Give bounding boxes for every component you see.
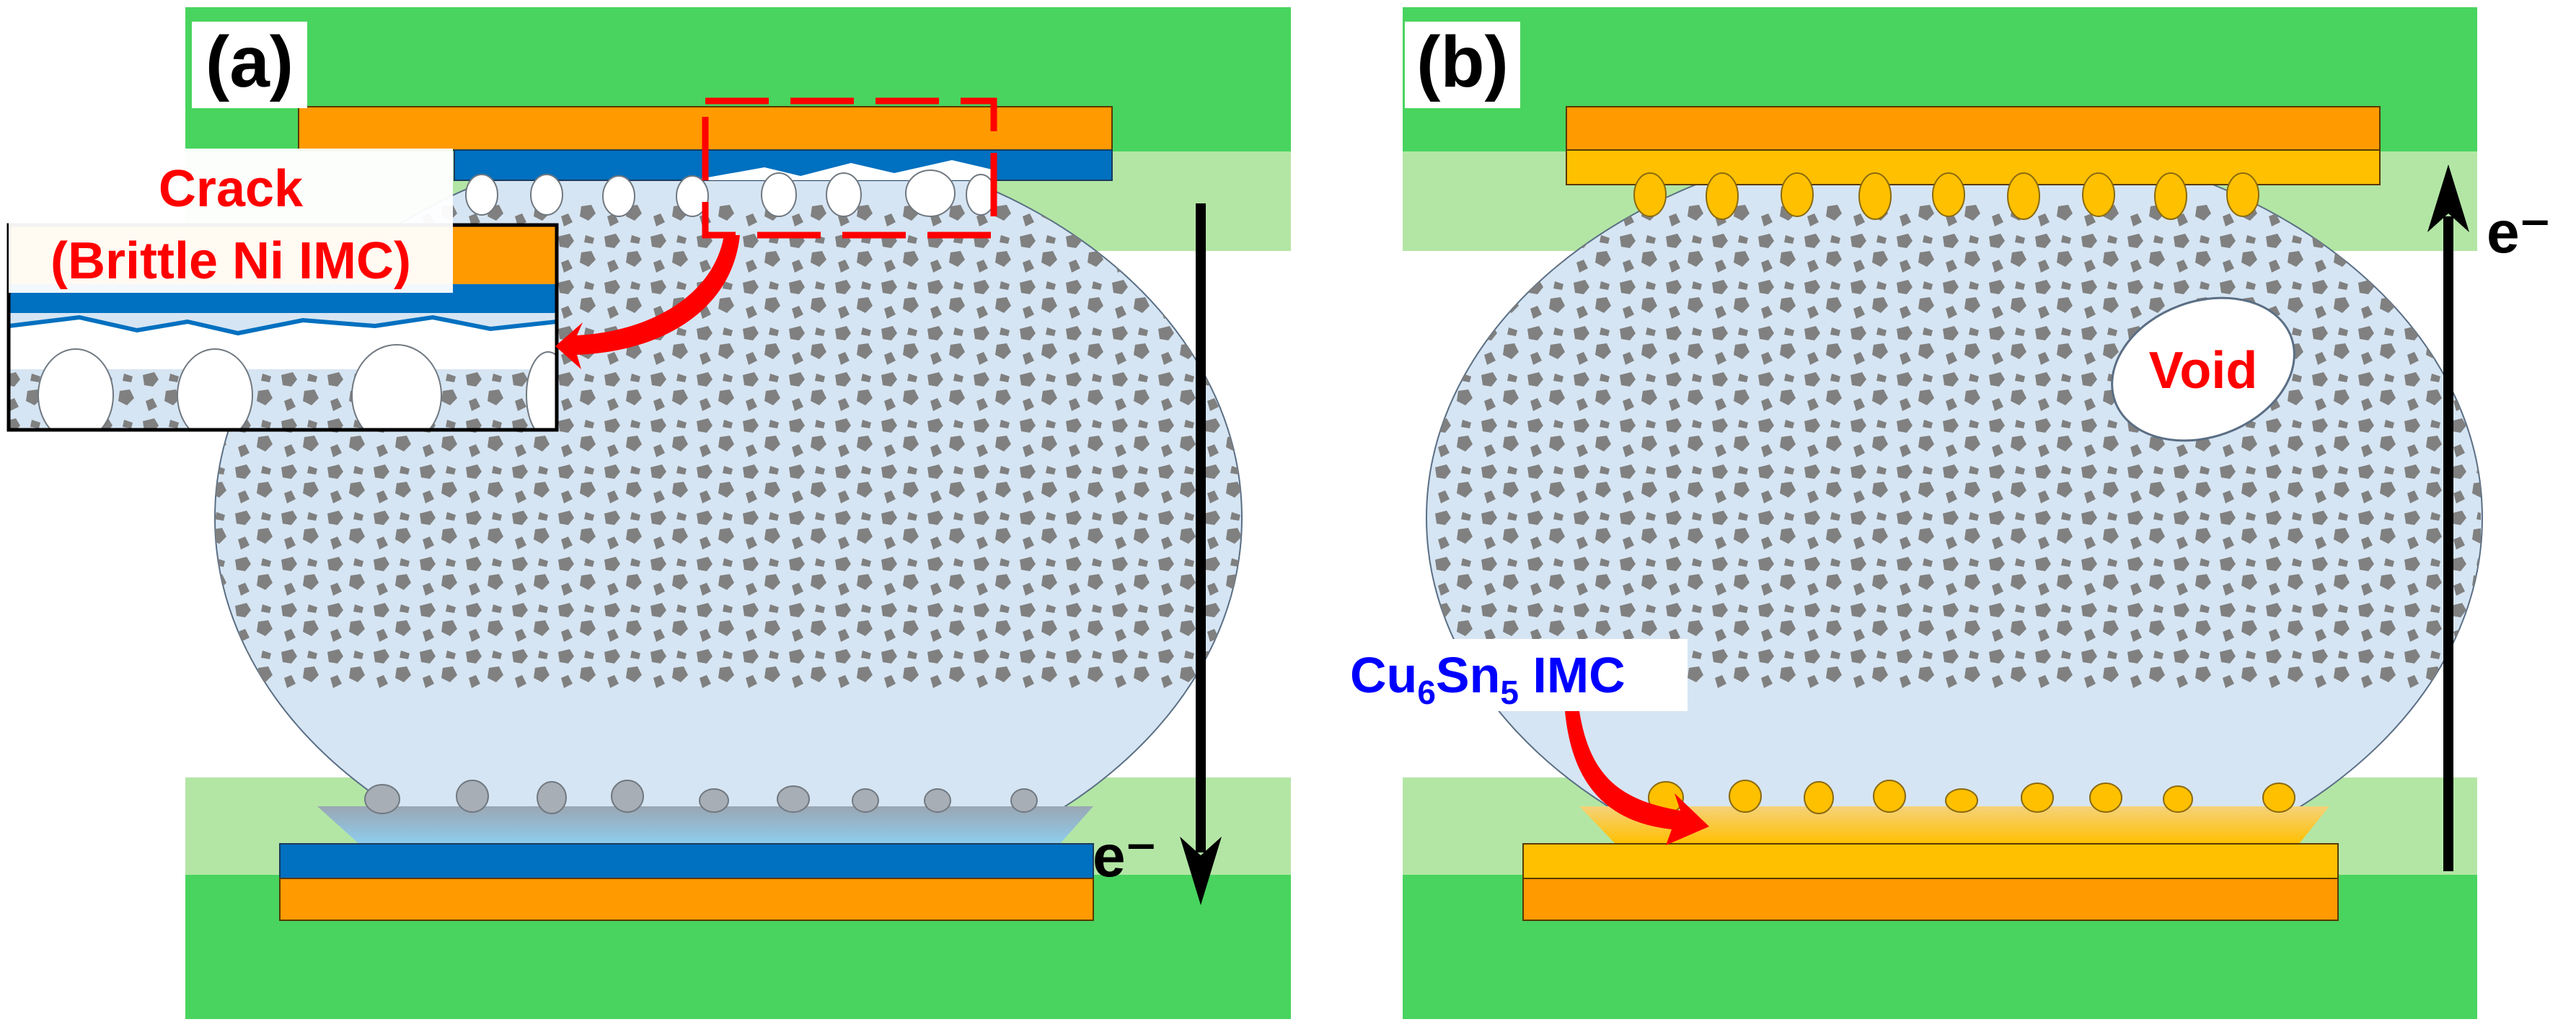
panel-a bbox=[6, 7, 1291, 1019]
crack-label-line1: Crack bbox=[159, 160, 304, 218]
imc-label-suffix: IMC bbox=[1519, 647, 1626, 703]
crack-detail-box-a bbox=[702, 97, 997, 239]
bottom-ni-layer-a bbox=[279, 843, 1094, 879]
cu6sn5-imc-label: Cu6Sn5 IMC bbox=[1350, 647, 1626, 711]
imc-label-sub-6: 6 bbox=[1417, 674, 1436, 711]
bottom-cu-pad-a bbox=[279, 878, 1094, 921]
bottom-imc-band-b bbox=[1579, 806, 2329, 844]
top-imc-teeth-a bbox=[465, 169, 996, 217]
imc-label-sn: Sn bbox=[1436, 647, 1500, 703]
bottom-cu-pad-b bbox=[1522, 878, 2339, 921]
top-cu6sn5-layer-b bbox=[1566, 149, 2381, 185]
arrow-up-icon bbox=[2427, 164, 2469, 871]
top-cu-pad-b bbox=[1566, 106, 2381, 151]
bottom-cu6sn5-layer-b bbox=[1522, 843, 2339, 879]
crack-label-line2: (Brittle Ni IMC) bbox=[50, 232, 411, 290]
panel-b bbox=[1403, 7, 2483, 1019]
solder-particles-b bbox=[1428, 202, 2481, 692]
electron-label-b: e⁻ bbox=[2487, 200, 2551, 265]
imc-label-sub-5: 5 bbox=[1500, 674, 1519, 711]
void-label: Void bbox=[2149, 342, 2258, 400]
void-b bbox=[2111, 296, 2295, 442]
bottom-imc-band-a bbox=[317, 806, 1093, 845]
imc-label-cu: Cu bbox=[1350, 647, 1417, 703]
curved-arrow-icon bbox=[555, 235, 740, 369]
bottom-imc-teeth-a bbox=[364, 780, 1038, 814]
imc-pointer-arrow-icon bbox=[1565, 711, 1709, 845]
top-imc-teeth-b bbox=[1633, 172, 2259, 220]
electron-label-a: e⁻ bbox=[1093, 824, 1157, 889]
arrow-down-icon bbox=[1180, 203, 1222, 905]
panel-a-label: (a) bbox=[206, 22, 294, 102]
panel-b-label: (b) bbox=[1416, 22, 1509, 102]
